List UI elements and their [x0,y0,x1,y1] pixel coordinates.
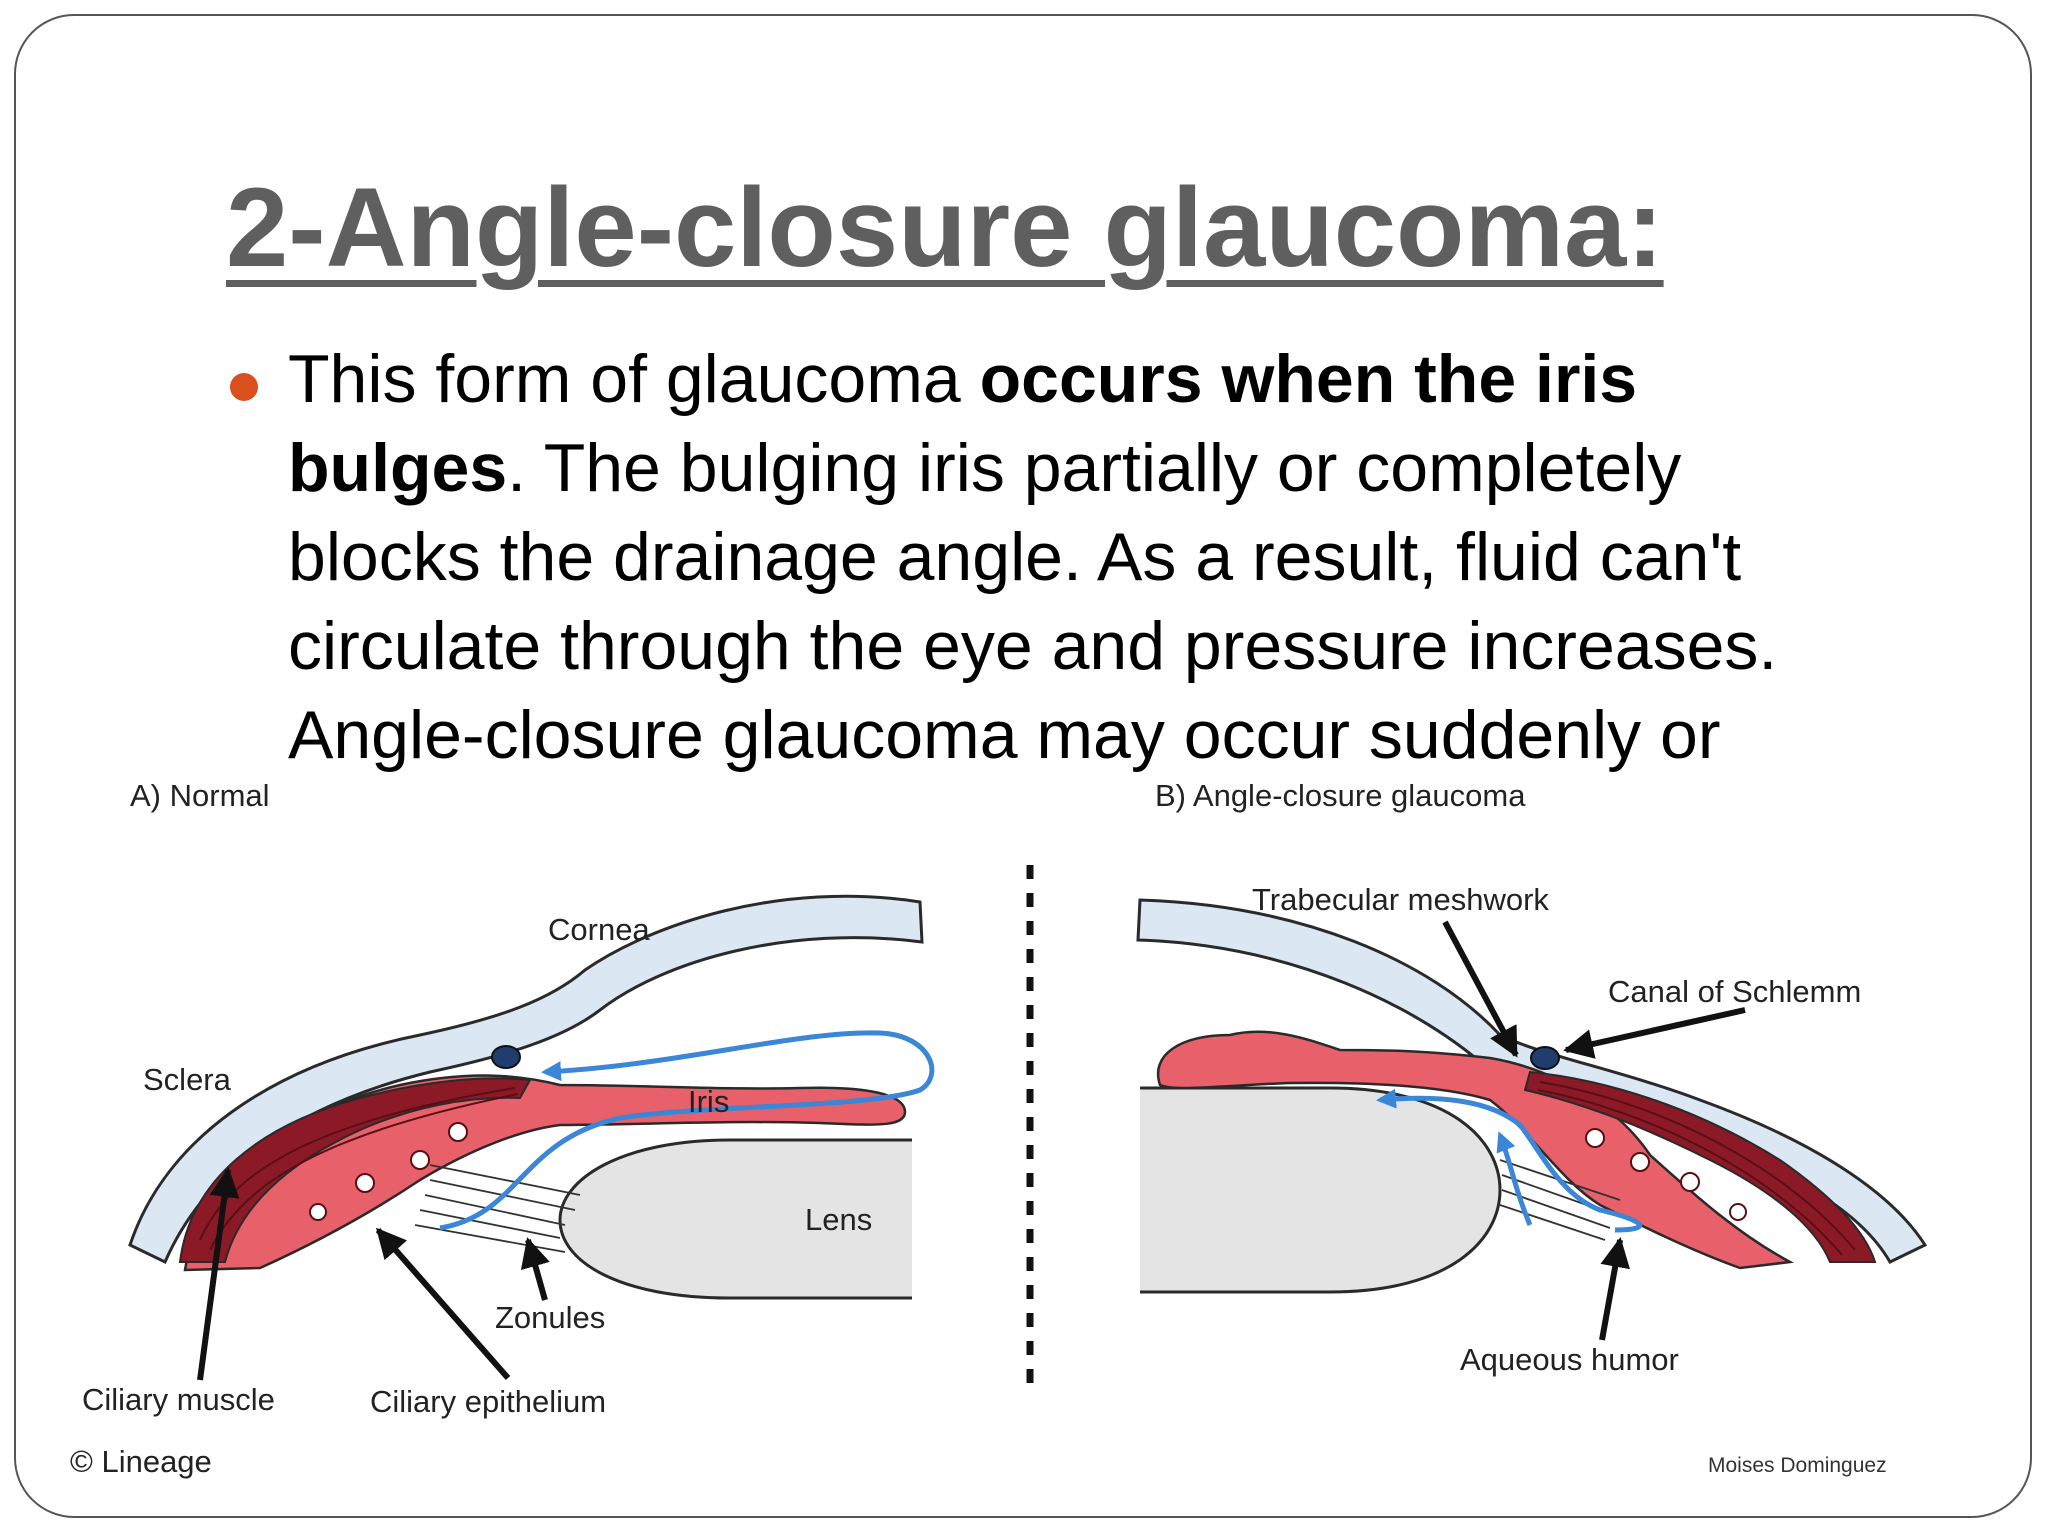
ciliary-process-b [1630,1152,1650,1172]
ciliary-process-b [1585,1128,1605,1148]
panel-b: Trabecular meshwork Canal of Schlemm Aqu… [1136,882,1928,1377]
arrow-canal-of-schlemm [1563,1007,1746,1059]
arrow-zonules [520,1237,550,1301]
ciliary-process-b [1680,1172,1700,1192]
aqueous-flow-b-2 [1496,1131,1533,1226]
panel-a: Cornea Sclera Iris Lens Zonules Ciliary … [82,894,935,1419]
bullet-line-1-plain: This form of glaucoma [288,341,980,417]
slide-title: 2-Angle-closure glaucoma: [226,165,1664,290]
lens-b [1140,1086,1502,1294]
bullet-line-1: This form of glaucoma occurs when the ir… [288,335,2008,424]
label-ciliary-muscle: Ciliary muscle [82,1382,275,1417]
bullet-line-4: circulate through the eye and pressure i… [288,608,1778,684]
label-zonules: Zonules [495,1300,605,1335]
canal-schlemm-a [491,1045,521,1069]
ciliary-process-a [410,1150,430,1170]
panel-a-title: A) Normal [130,778,270,813]
ciliary-process-a [309,1203,327,1221]
ciliary-process-a [355,1173,375,1193]
ciliary-muscle-b [1523,1070,1877,1263]
bullet-line-3: blocks the drainage angle. As a result, … [288,519,1742,595]
bullet-dot [230,373,258,401]
panel-b-title: B) Angle-closure glaucoma [1155,778,1526,813]
credit-lineage: © Lineage [70,1444,212,1479]
iris-b [1156,1030,1795,1270]
aqueous-flow-a [439,1030,935,1231]
bullet-line-5: Angle-closure glaucoma may occur suddenl… [288,697,1721,773]
arrow-trabecular-meshwork [1442,920,1519,1058]
label-ciliary-epithelium: Ciliary epithelium [370,1384,606,1419]
label-canal-of-schlemm: Canal of Schlemm [1608,974,1861,1009]
bullet-line-2-plain: . The bulging iris partially or complete… [507,430,1682,506]
arrow-ciliary-epithelium [375,1227,511,1380]
ciliary-muscle-fibers-b [1537,1081,1856,1256]
label-iris-a: Iris [688,1084,729,1119]
label-lens: Lens [805,1202,872,1237]
lens-a [558,1138,912,1300]
label-cornea: Cornea [548,912,650,947]
bullet-line-2: bulges. The bulging iris partially or co… [288,424,2008,513]
aqueous-flow-b [1376,1088,1642,1233]
ciliary-muscle-a [178,1077,532,1263]
bullet-line-1-bold: occurs when the iris [979,341,1638,417]
arrow-ciliary-muscle [197,1167,240,1381]
label-sclera: Sclera [143,1062,232,1097]
bullet-text: This form of glaucoma occurs when the ir… [288,335,2008,780]
label-trabecular-meshwork: Trabecular meshwork [1252,882,1549,917]
ciliary-process-b [1729,1203,1747,1221]
arrow-aqueous-humor [1599,1237,1630,1341]
label-aqueous-humor: Aqueous humor [1460,1342,1679,1377]
canal-schlemm-b [1530,1046,1560,1070]
ciliary-process-a [448,1122,468,1142]
ciliary-muscle-fibers-a [199,1087,519,1251]
credit-author: Moises Dominguez [1708,1454,1887,1477]
bullet-line-2-bold: bulges [288,430,508,506]
cornea-sclera-a [128,894,924,1265]
